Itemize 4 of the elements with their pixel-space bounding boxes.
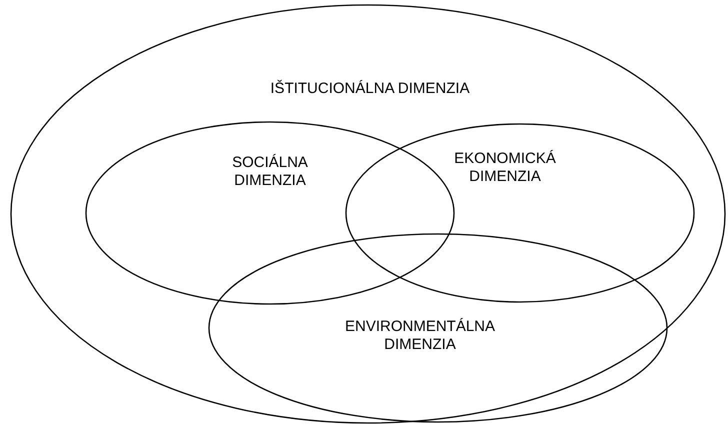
region-label: SOCIÁLNA DIMENZIA <box>231 154 309 190</box>
region-label: IŠTITUCIONÁLNA DIMENZIA <box>269 80 471 98</box>
region-label: ENVIRONMENTÁLNA DIMENZIA <box>344 318 496 354</box>
region-label: EKONOMICKÁ DIMENZIA <box>453 150 557 186</box>
